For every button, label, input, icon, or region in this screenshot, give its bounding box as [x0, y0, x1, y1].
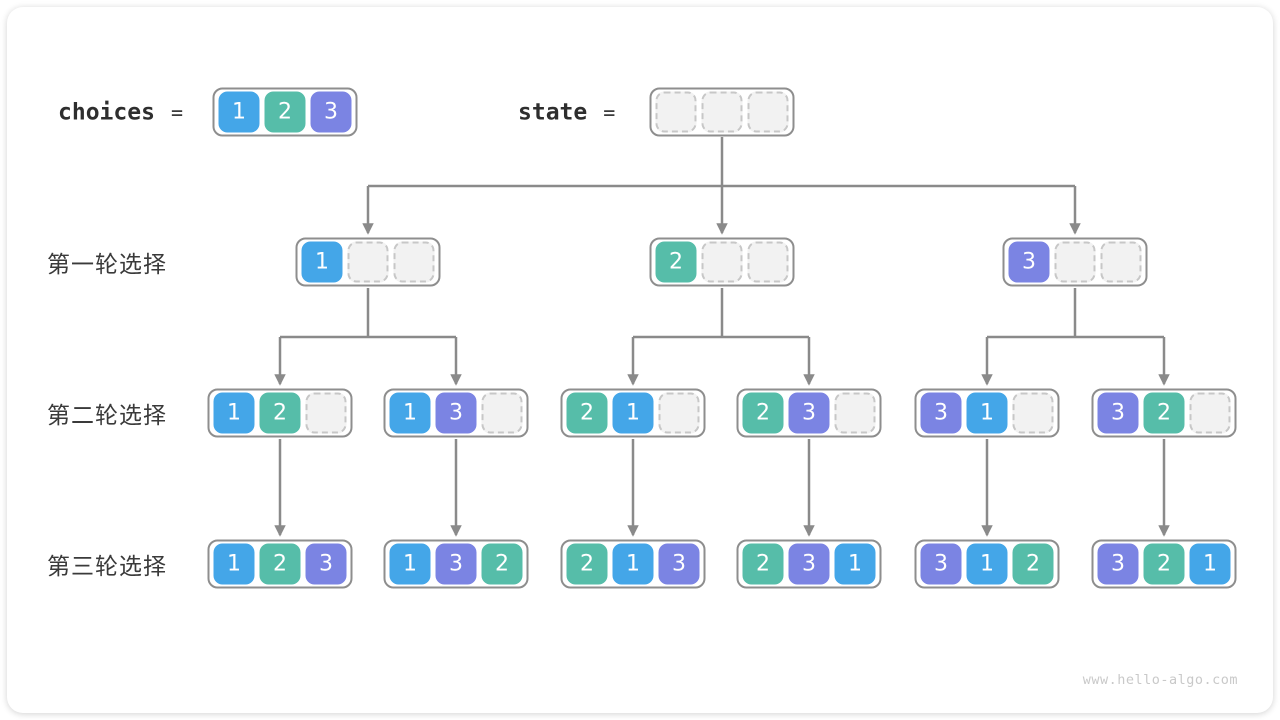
state-node: 2 [649, 237, 795, 287]
value-slot-3: 3 [435, 543, 477, 585]
value-slot-2: 2 [566, 392, 608, 434]
value-slot-2: 2 [655, 241, 697, 283]
value-slot-3: 3 [1097, 392, 1139, 434]
value-slot-1: 1 [389, 392, 431, 434]
round-label: 第二轮选择 [47, 402, 167, 428]
empty-slot [393, 241, 435, 283]
empty-slot [747, 91, 789, 133]
round-label: 第一轮选择 [47, 251, 167, 277]
value-slot-1: 1 [301, 241, 343, 283]
value-slot-1: 1 [218, 91, 260, 133]
state-node: 3 [1002, 237, 1148, 287]
value-slot-1: 1 [612, 392, 654, 434]
value-slot-2: 2 [1143, 392, 1185, 434]
empty-slot [655, 91, 697, 133]
state-array [649, 87, 795, 137]
value-slot-2: 2 [264, 91, 306, 133]
choices-legend: choices = [58, 88, 197, 137]
empty-slot [1012, 392, 1054, 434]
value-slot-3: 3 [920, 543, 962, 585]
state-label: state [518, 99, 588, 125]
value-slot-1: 1 [213, 392, 255, 434]
empty-slot [1189, 392, 1231, 434]
value-slot-1: 1 [213, 543, 255, 585]
empty-slot [658, 392, 700, 434]
value-slot-2: 2 [259, 392, 301, 434]
value-slot-3: 3 [1097, 543, 1139, 585]
state-legend: state = [518, 88, 629, 137]
value-slot-2: 2 [742, 392, 784, 434]
empty-slot [701, 241, 743, 283]
value-slot-3: 3 [658, 543, 700, 585]
value-slot-1: 1 [1189, 543, 1231, 585]
empty-slot [701, 91, 743, 133]
state-equals-sign: = [603, 100, 616, 124]
value-slot-3: 3 [788, 543, 830, 585]
value-slot-3: 3 [305, 543, 347, 585]
empty-slot [834, 392, 876, 434]
value-slot-1: 1 [966, 392, 1008, 434]
watermark: www.hello-algo.com [1082, 672, 1238, 688]
round-label: 第三轮选择 [47, 553, 167, 579]
choices-label: choices [58, 99, 155, 125]
value-slot-3: 3 [788, 392, 830, 434]
value-slot-3: 3 [310, 91, 352, 133]
value-slot-2: 2 [259, 543, 301, 585]
value-slot-2: 2 [1143, 543, 1185, 585]
value-slot-2: 2 [742, 543, 784, 585]
value-slot-2: 2 [481, 543, 523, 585]
empty-slot [305, 392, 347, 434]
empty-slot [481, 392, 523, 434]
empty-slot [1054, 241, 1096, 283]
value-slot-3: 3 [1008, 241, 1050, 283]
empty-slot [347, 241, 389, 283]
empty-slot [747, 241, 789, 283]
value-slot-1: 1 [389, 543, 431, 585]
value-slot-2: 2 [566, 543, 608, 585]
value-slot-3: 3 [435, 392, 477, 434]
choices-equals-sign: = [170, 100, 183, 124]
state-node: 1 [295, 237, 441, 287]
value-slot-2: 2 [1012, 543, 1054, 585]
value-slot-1: 1 [966, 543, 1008, 585]
value-slot-1: 1 [834, 543, 876, 585]
value-slot-3: 3 [920, 392, 962, 434]
value-slot-1: 1 [612, 543, 654, 585]
empty-slot [1100, 241, 1142, 283]
